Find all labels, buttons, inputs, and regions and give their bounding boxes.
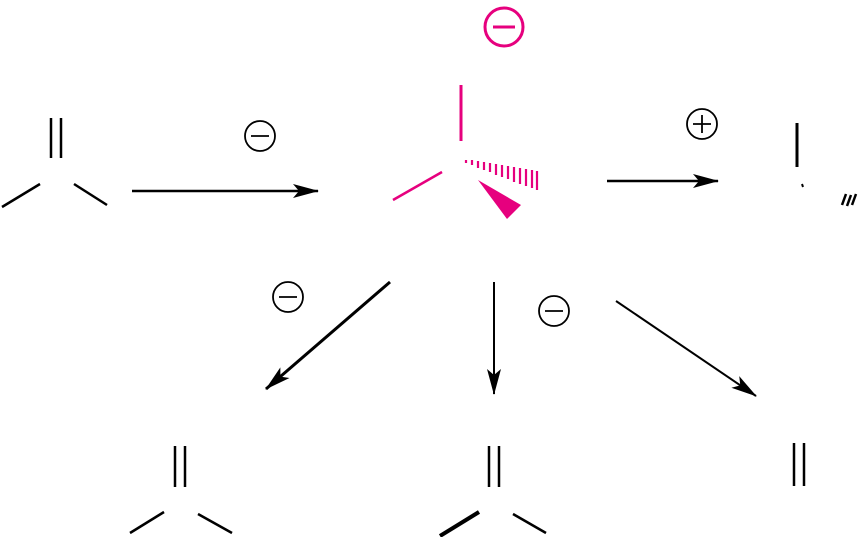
product-upper-right-structure: [795, 123, 858, 207]
positive-charge-icon: [686, 108, 718, 140]
arrow-bottom-left: [265, 280, 391, 391]
product-bottom-right-structure: [792, 443, 806, 486]
negative-charge-icon: [244, 120, 276, 152]
arrow-bottom-right: [615, 300, 757, 397]
reactant-structure: [1, 118, 108, 209]
product-bottom-left-structure: [129, 446, 233, 535]
intermediate-structure: [392, 6, 539, 219]
negative-charge-icon: [483, 6, 525, 48]
negative-charge-icon: [538, 295, 570, 327]
product-bottom-middle-structure: [438, 446, 547, 537]
negative-charge-icon: [272, 281, 304, 313]
hashed-wedge-bond: [464, 160, 539, 190]
solid-wedge-bond: [478, 180, 521, 219]
